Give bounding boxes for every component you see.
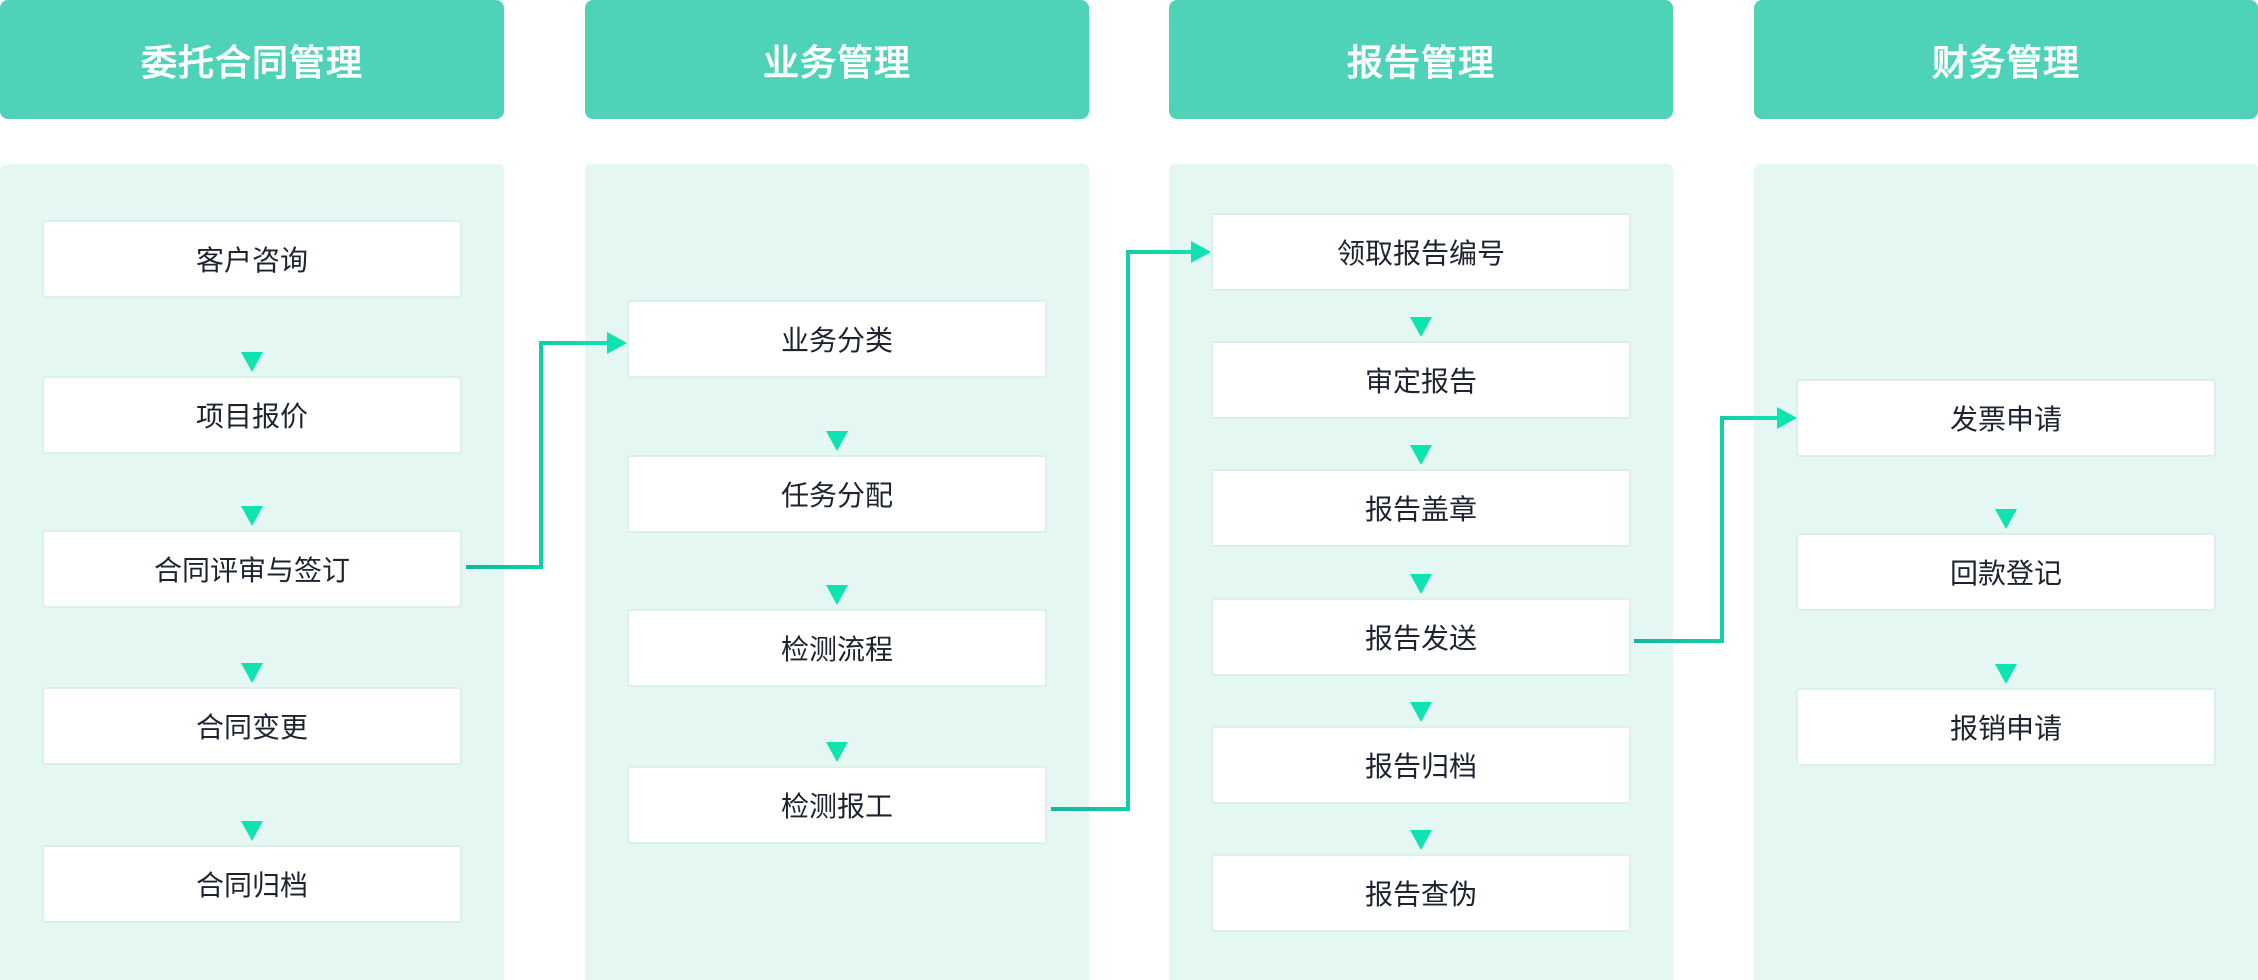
column-finance-management: 财务管理发票申请回款登记报销申请: [1754, 0, 2258, 980]
step-box[interactable]: 检测报工: [627, 766, 1047, 844]
step-box[interactable]: 发票申请: [1796, 379, 2216, 457]
column-report-management: 报告管理领取报告编号审定报告报告盖章报告发送报告归档报告查伪: [1169, 0, 1673, 980]
step-box[interactable]: 合同变更: [42, 687, 462, 765]
step-box[interactable]: 回款登记: [1796, 533, 2216, 611]
step-box[interactable]: 报告归档: [1211, 726, 1631, 804]
step-box[interactable]: 业务分类: [627, 300, 1047, 378]
step-box[interactable]: 报告发送: [1211, 598, 1631, 676]
step-box[interactable]: 审定报告: [1211, 341, 1631, 419]
step-box[interactable]: 报销申请: [1796, 688, 2216, 766]
step-box[interactable]: 客户咨询: [42, 220, 462, 298]
step-box[interactable]: 合同评审与签订: [42, 530, 462, 608]
column-business-management: 业务管理业务分类任务分配检测流程检测报工: [585, 0, 1089, 980]
column-contract-management: 委托合同管理客户咨询项目报价合同评审与签订合同变更合同归档: [0, 0, 504, 980]
column-header: 委托合同管理: [0, 0, 504, 119]
step-box[interactable]: 领取报告编号: [1211, 213, 1631, 291]
column-header: 财务管理: [1754, 0, 2258, 119]
column-panel: [585, 164, 1089, 980]
step-box[interactable]: 任务分配: [627, 455, 1047, 533]
column-header: 报告管理: [1169, 0, 1673, 119]
step-box[interactable]: 合同归档: [42, 845, 462, 923]
column-header: 业务管理: [585, 0, 1089, 119]
step-box[interactable]: 检测流程: [627, 609, 1047, 687]
step-box[interactable]: 项目报价: [42, 376, 462, 454]
step-box[interactable]: 报告盖章: [1211, 469, 1631, 547]
step-box[interactable]: 报告查伪: [1211, 854, 1631, 932]
